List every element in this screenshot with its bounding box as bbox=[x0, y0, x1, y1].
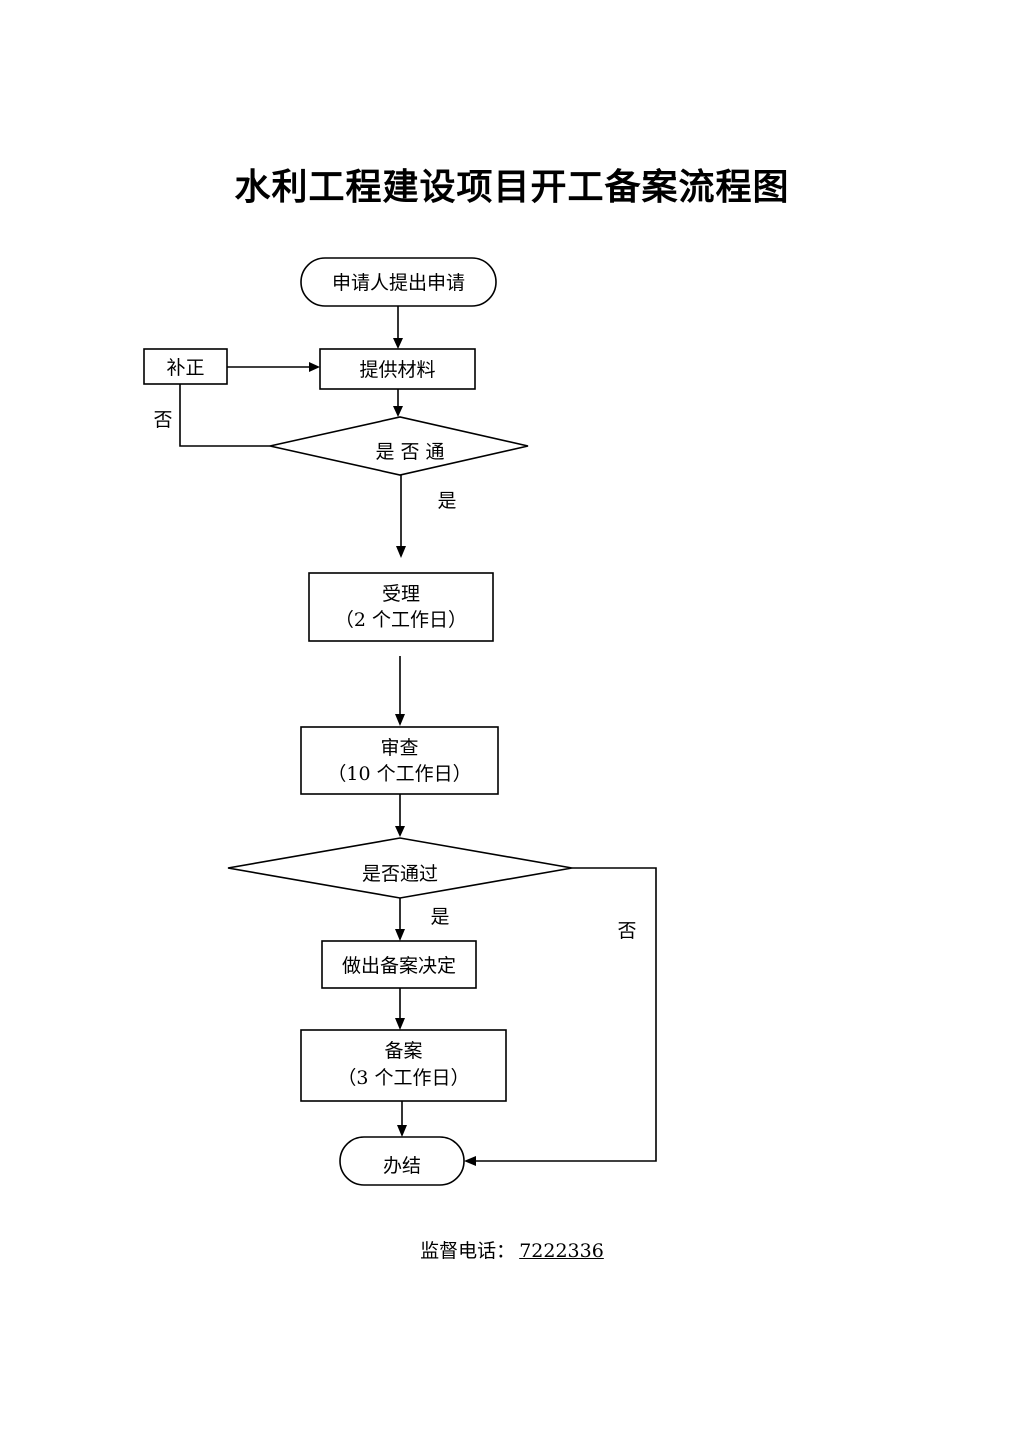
correct-label: 补正 bbox=[166, 357, 204, 379]
edge-label-yes-1: 是 bbox=[437, 490, 456, 512]
check1-node bbox=[269, 416, 529, 476]
provide-label: 提供材料 bbox=[359, 359, 435, 381]
arrowhead bbox=[395, 929, 405, 941]
file-time-label: （3 个工作日） bbox=[337, 1067, 469, 1089]
file-node bbox=[300, 1029, 507, 1102]
arrowhead bbox=[464, 1156, 476, 1166]
edge-check2-end bbox=[475, 867, 657, 1162]
accept-time-label: （2 个工作日） bbox=[335, 609, 467, 631]
check1-label: 是 否 通 bbox=[375, 441, 444, 463]
decide-node bbox=[321, 940, 477, 989]
correct-node bbox=[143, 348, 228, 385]
review-label: 审查 bbox=[380, 737, 418, 759]
arrowhead bbox=[395, 1018, 405, 1030]
check2-label: 是否通过 bbox=[362, 863, 438, 885]
start-label: 申请人提出申请 bbox=[332, 272, 465, 294]
page-title: 水利工程建设项目开工备案流程图 bbox=[234, 167, 790, 208]
edge-label-no-2: 否 bbox=[617, 920, 636, 942]
hotline-number: 7222336 bbox=[519, 1240, 604, 1262]
end-label: 办结 bbox=[383, 1155, 421, 1177]
supervision-hotline: 监督电话：7222336 bbox=[0, 1236, 1024, 1263]
arrowhead bbox=[397, 1125, 407, 1137]
edge-check1-correct bbox=[179, 384, 270, 447]
accept-node bbox=[308, 572, 494, 642]
arrowhead bbox=[396, 546, 406, 558]
file-label: 备案 bbox=[384, 1040, 422, 1062]
decide-label: 做出备案决定 bbox=[342, 955, 456, 977]
accept-label: 受理 bbox=[382, 583, 420, 605]
hotline-label: 监督电话： bbox=[420, 1240, 516, 1262]
edge-label-no-1: 否 bbox=[153, 409, 172, 431]
arrowhead bbox=[395, 714, 405, 726]
review-time-label: （10 个工作日） bbox=[327, 763, 471, 785]
edge-label-yes-2: 是 bbox=[430, 906, 449, 928]
arrowhead bbox=[309, 362, 320, 372]
arrowhead bbox=[393, 338, 403, 349]
arrowhead bbox=[395, 826, 405, 837]
arrowhead bbox=[393, 406, 403, 417]
